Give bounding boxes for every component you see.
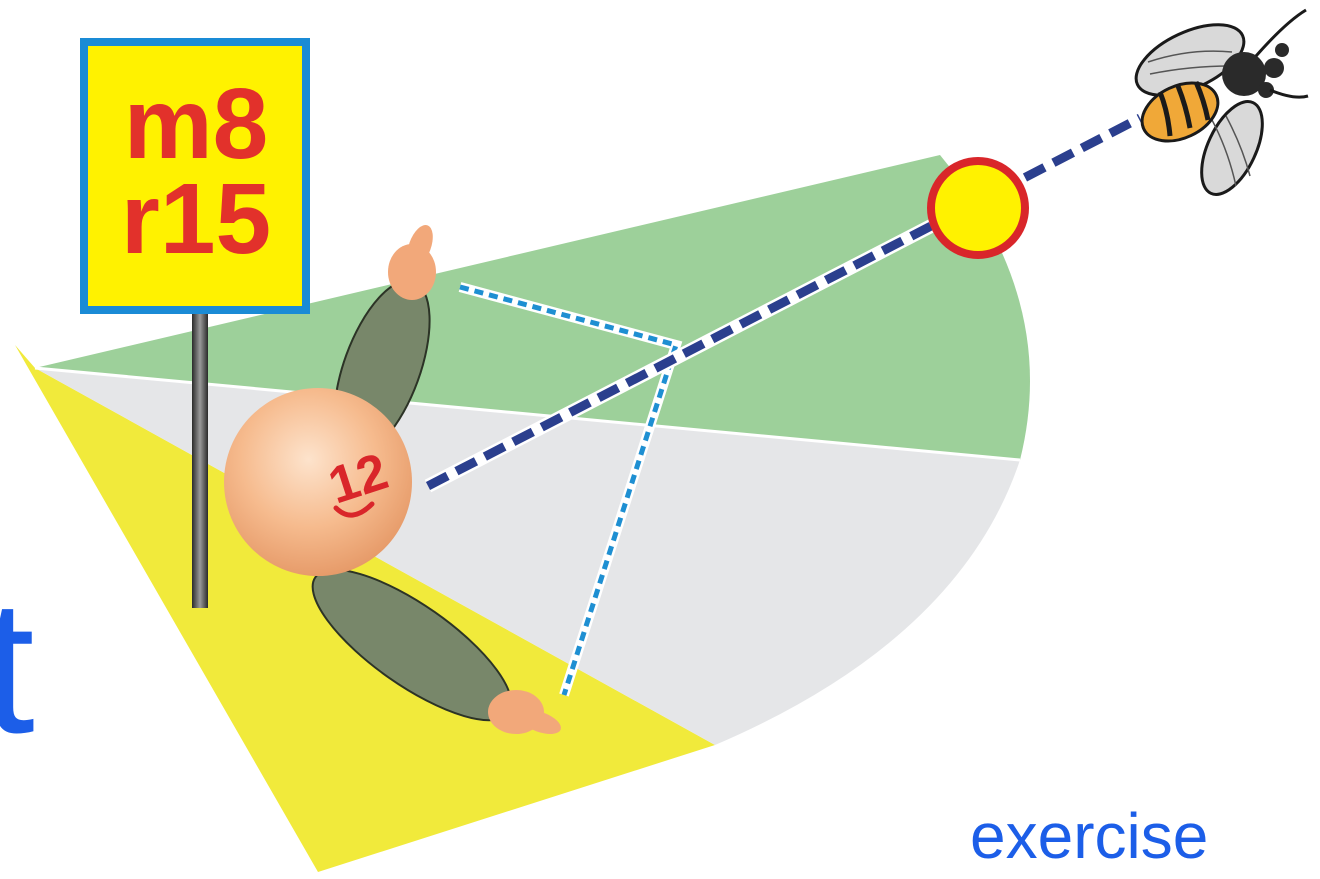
caption-exercise: exercise [970, 804, 1208, 868]
bee-icon [1126, 10, 1308, 203]
target-dot-icon [931, 161, 1025, 255]
sign-line-2: r15 [121, 163, 271, 275]
sign-pole [192, 300, 208, 608]
partial-word: t [0, 572, 35, 762]
upper-hand [388, 222, 438, 300]
